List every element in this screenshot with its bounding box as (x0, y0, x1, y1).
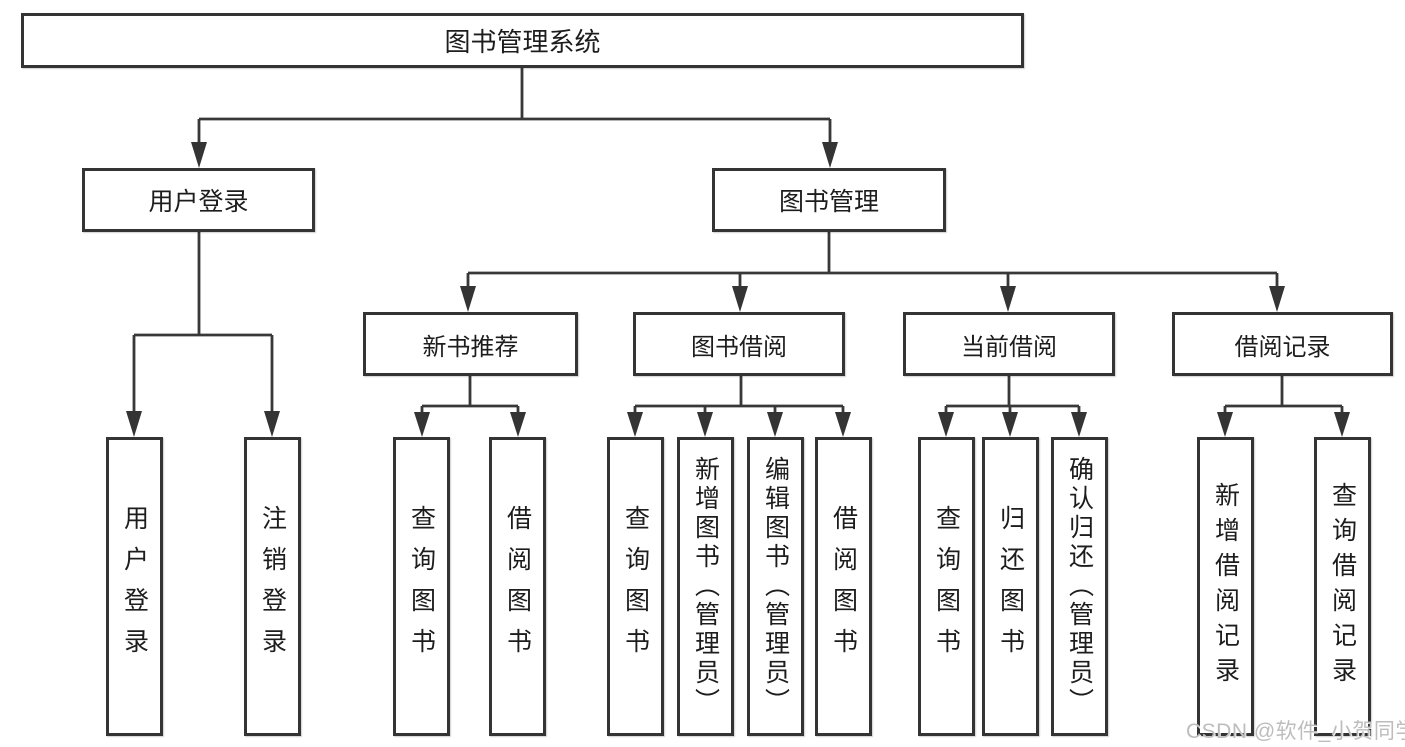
tree-edges (132, 68, 1344, 420)
node-new-book-recommend: 新书推荐 (363, 312, 578, 376)
node-logout-action: 注销登录 (244, 437, 301, 736)
node-library-system: 图书管理系统 (21, 13, 1024, 68)
node-br-add-record: 新增借阅记录 (1197, 437, 1254, 736)
node-user-login-action: 用户登录 (106, 437, 163, 736)
node-user-login: 用户登录 (82, 168, 315, 232)
node-br-query-record: 查询借阅记录 (1314, 437, 1371, 736)
node-current-borrow: 当前借阅 (903, 312, 1115, 376)
node-cb-confirm-return-admin: 确认归还（管理员） (1051, 437, 1108, 736)
node-book-management: 图书管理 (712, 168, 946, 232)
node-book-borrow: 图书借阅 (633, 312, 845, 376)
node-nb-query-books: 查询图书 (393, 437, 450, 736)
arrowhead-icons (126, 142, 1350, 437)
node-cb-query-books: 查询图书 (918, 437, 975, 736)
node-bb-add-books-admin: 新增图书（管理员） (677, 437, 734, 736)
node-borrow-records: 借阅记录 (1172, 312, 1393, 376)
node-bb-borrow-books: 借阅图书 (815, 437, 872, 736)
node-cb-return-books: 归还图书 (982, 437, 1039, 736)
node-nb-borrow-books: 借阅图书 (489, 437, 546, 736)
node-bb-query-books: 查询图书 (607, 437, 664, 736)
node-bb-edit-books-admin: 编辑图书（管理员） (747, 437, 804, 736)
csdn-watermark: CSDN @软件_小贺同学 (1186, 720, 1405, 743)
